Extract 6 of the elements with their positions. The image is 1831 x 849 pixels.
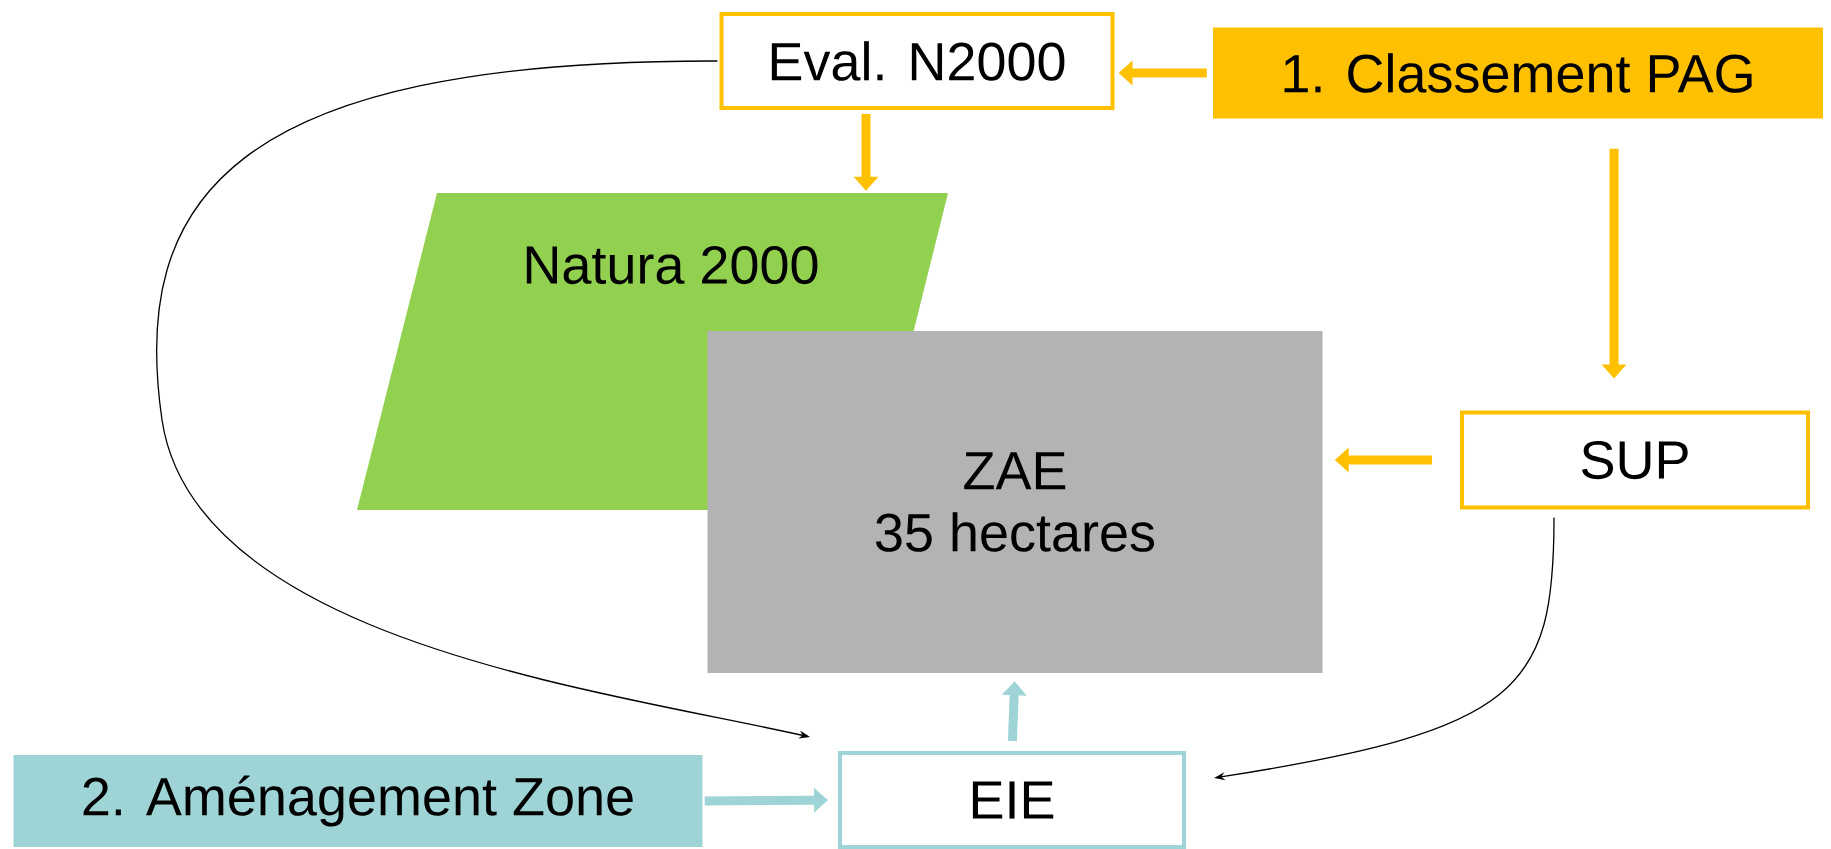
evaluation-box: Eval. N2000 [719,12,1115,110]
zone-box: ZAE 35 hectares [707,331,1323,673]
step-box: 2. Aménagement Zone [13,755,703,847]
step-box: 1. Classement PAG [1213,27,1823,119]
eie-box: EIE [838,751,1186,849]
sup-box: SUP [1460,410,1810,510]
